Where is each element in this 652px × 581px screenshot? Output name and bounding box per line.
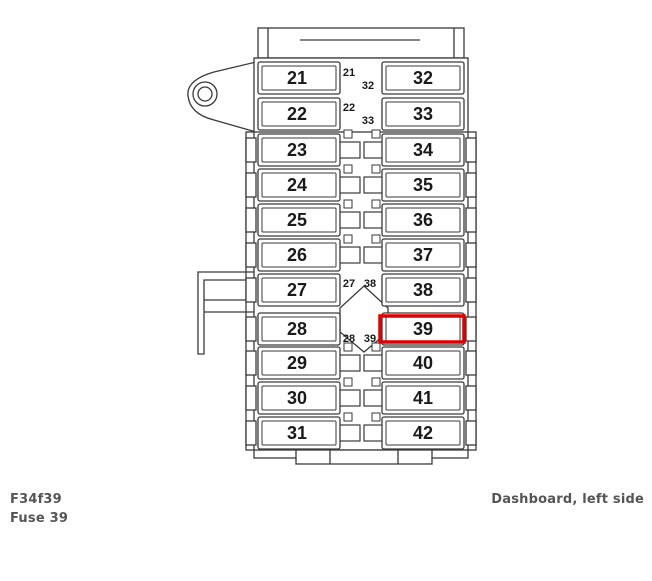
fuse-42: 42	[381, 416, 465, 450]
fuse-location: Dashboard, left side	[491, 492, 644, 507]
fuse-22: 22	[257, 97, 341, 131]
fuse-23: 23	[257, 133, 341, 167]
fuse-29: 29	[257, 346, 341, 380]
fuse-24: 24	[257, 168, 341, 202]
center-label: 28	[343, 333, 355, 345]
fuse-box-diagram: 21 22 23 24 25 26 27 28 29 30 31 32 33 34 35 36 37 38 39 4…	[187, 27, 477, 465]
center-label: 21	[343, 67, 355, 79]
fuse-26: 26	[257, 238, 341, 272]
mounting-lug	[187, 61, 257, 133]
center-hexagon	[339, 285, 389, 353]
fuse-30: 30	[257, 381, 341, 415]
fuse-label-left: 21	[287, 68, 307, 88]
fuse-label-left: 27	[287, 280, 307, 300]
fuse-label-right: 42	[413, 423, 433, 443]
fuse-21: 21	[257, 61, 341, 95]
fuse-32: 32	[381, 61, 465, 95]
fuse-name: Fuse 39	[10, 511, 69, 526]
fuse-27: 27	[257, 273, 341, 307]
fuse-label-left: 29	[287, 353, 307, 373]
fuse-label-left: 31	[287, 423, 307, 443]
fuse-label-right: 33	[413, 104, 433, 124]
fuse-34: 34	[381, 133, 465, 167]
center-label: 27	[343, 278, 355, 290]
fuse-label-left: 26	[287, 245, 307, 265]
fuse-31: 31	[257, 416, 341, 450]
fuse-label-right: 34	[413, 140, 433, 160]
center-label: 39	[364, 333, 376, 345]
fuse-label-right: 37	[413, 245, 433, 265]
bottom-connector	[295, 449, 433, 465]
fuse-label-right: 35	[413, 175, 433, 195]
fuse-label-right: 38	[413, 280, 433, 300]
fuse-label-left: 25	[287, 210, 307, 230]
center-label: 32	[362, 80, 374, 92]
fuse-label-right: 32	[413, 68, 433, 88]
fuse-label-left: 22	[287, 104, 307, 124]
fuse-label-right: 39	[413, 319, 433, 339]
fuse-38: 38	[381, 273, 465, 307]
fuse-36: 36	[381, 203, 465, 237]
fuse-label-left: 28	[287, 319, 307, 339]
fuse-25: 25	[257, 203, 341, 237]
fuse-28: 28	[257, 312, 341, 346]
fuse-label-right: 36	[413, 210, 433, 230]
fuse-label-left: 24	[287, 175, 307, 195]
fuse-39: 39	[381, 312, 465, 346]
fuse-code: F34f39	[10, 492, 62, 507]
fuse-33: 33	[381, 97, 465, 131]
fuse-39-highlight	[378, 314, 466, 344]
fuse-40: 40	[381, 346, 465, 380]
top-connector	[257, 27, 465, 59]
fuse-label-left: 30	[287, 388, 307, 408]
fuse-label-left: 23	[287, 140, 307, 160]
center-label: 38	[364, 278, 376, 290]
fuse-41: 41	[381, 381, 465, 415]
fuse-37: 37	[381, 238, 465, 272]
fuse-35: 35	[381, 168, 465, 202]
bracket	[197, 271, 256, 355]
fuse-label-right: 40	[413, 353, 433, 373]
center-label: 33	[362, 115, 374, 127]
fuse-label-right: 41	[413, 388, 433, 408]
center-label: 22	[343, 102, 355, 114]
